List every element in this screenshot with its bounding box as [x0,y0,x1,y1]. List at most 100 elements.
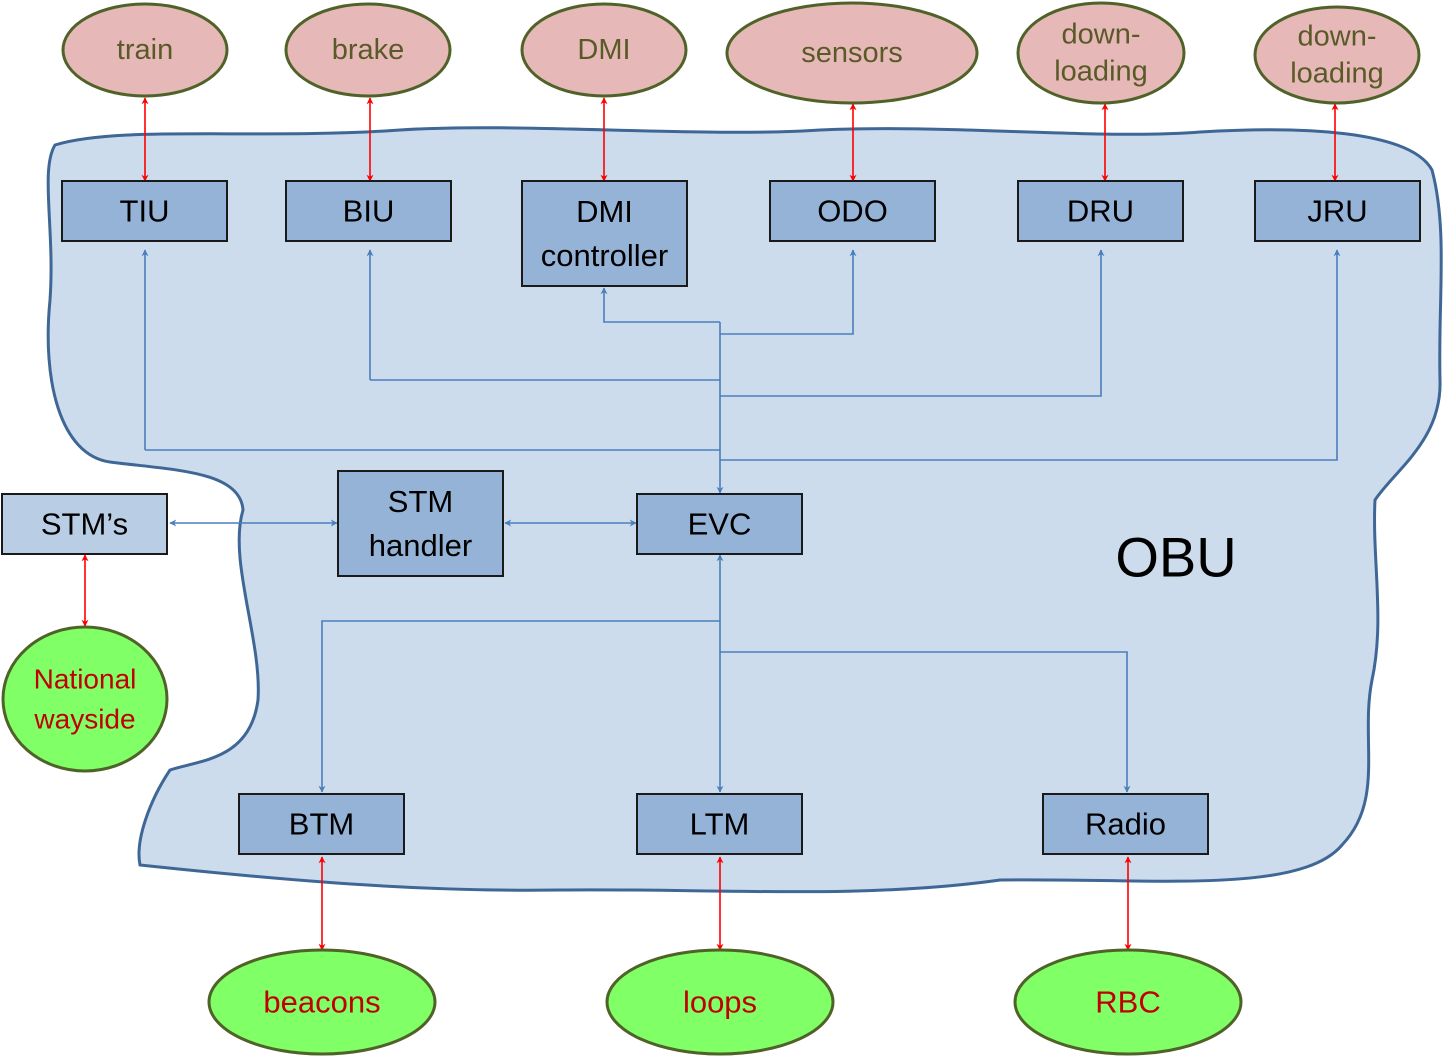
btm-label-line: BTM [289,807,354,842]
ltm-box[interactable] [636,793,803,855]
radio-label: Radio [1085,807,1166,842]
brake-label: brake [332,34,405,66]
beacons-ellipse[interactable] [207,948,437,1056]
jru-connector [720,249,1341,461]
brake-ellipse-shape [284,2,452,98]
beacons-label-line: beacons [263,985,380,1020]
odo-box-shape [769,180,936,242]
national-wayside-label-line: National [34,664,137,695]
rbc-ellipse[interactable] [1013,948,1243,1056]
national-wayside-ellipse[interactable] [1,625,169,773]
loops-ellipse-shape [605,948,835,1056]
evc-box-shape [636,493,803,555]
stm-handler-label: STM handler [369,484,472,563]
biu-label: BIU [343,194,395,229]
biu-box-shape [285,180,452,242]
train-ellipse[interactable] [61,2,229,98]
dru-box[interactable] [1017,180,1184,242]
national-wayside-label-line: wayside [33,704,135,735]
stm-handler-box-shape [337,470,504,577]
downloading-1-label: down-loading [1054,19,1148,88]
btm-label: BTM [289,807,354,842]
rbc-label-line: RBC [1095,985,1160,1020]
downloading-1-label-line: down- [1062,19,1141,51]
downloading-1-label-line: loading [1054,56,1148,88]
radio-box[interactable] [1042,793,1209,855]
loops-ellipse[interactable] [605,948,835,1056]
evc-label: EVC [688,507,752,542]
dru-box-shape [1017,180,1184,242]
dmi-label: DMI [577,34,630,66]
odo-label: ODO [817,194,888,229]
dru-label-line: DRU [1067,194,1134,229]
odo-box[interactable] [769,180,936,242]
downloading-2-label-line: down- [1298,21,1377,53]
tiu-label-line: TIU [120,194,170,229]
loops-label-line: loops [683,985,757,1020]
stms-label: STM’s [41,507,128,542]
radio-connector [720,651,1131,793]
stm-handler-label-line: handler [369,528,472,563]
dmi-controller-box-shape [521,180,688,287]
beacons-label: beacons [263,985,380,1020]
rbc-ellipse-shape [1013,948,1243,1056]
dmi-controller-label-line: controller [541,238,669,273]
dmi-ellipse-shape [520,2,688,98]
dru-connector [720,249,1105,397]
sensors-ellipse[interactable] [725,1,979,105]
downloading-2-ellipse[interactable] [1253,5,1421,105]
stms-box[interactable] [1,493,168,555]
btm-box-shape [238,793,405,855]
dru-label: DRU [1067,194,1134,229]
jru-box-shape [1254,180,1421,242]
ltm-label: LTM [690,807,750,842]
stms-label-line: STM’s [41,507,128,542]
dmi-controller-connector [600,287,720,323]
stm-handler-box[interactable] [337,470,504,577]
train-label: train [117,34,173,66]
sensors-ellipse-shape [725,1,979,105]
rbc-label: RBC [1095,985,1160,1020]
brake-label-line: brake [332,34,405,66]
downloading-2-label: down-loading [1290,21,1384,90]
dmi-controller-label-line: DMI [576,194,633,229]
dmi-controller-label: DMI controller [541,194,669,273]
btm-connector [318,620,720,793]
odo-connector [720,249,857,335]
train-ellipse-shape [61,2,229,98]
evc-box[interactable] [636,493,803,555]
national-wayside-ellipse-shape [1,625,169,773]
biu-box[interactable] [285,180,452,242]
train-label-line: train [117,34,173,66]
dmi-label-line: DMI [577,34,630,66]
btm-box[interactable] [238,793,405,855]
downloading-1-ellipse[interactable] [1016,1,1186,105]
brake-ellipse[interactable] [284,2,452,98]
downloading-1-ellipse-shape [1016,1,1186,105]
jru-box[interactable] [1254,180,1421,242]
sensors-label-line: sensors [801,37,903,69]
dmi-controller-box[interactable] [521,180,688,287]
downloading-2-ellipse-shape [1253,5,1421,105]
jru-label: JRU [1307,194,1367,229]
ltm-label-line: LTM [690,807,750,842]
downloading-2-label-line: loading [1290,58,1384,90]
evc-label-line: EVC [688,507,752,542]
stm-handler-label-line: STM [388,484,453,519]
biu-label-line: BIU [343,194,395,229]
dmi-ellipse[interactable] [520,2,688,98]
jru-label-line: JRU [1307,194,1367,229]
tiu-box[interactable] [61,180,228,242]
tiu-label: TIU [120,194,170,229]
ltm-box-shape [636,793,803,855]
radio-box-shape [1042,793,1209,855]
odo-label-line: ODO [817,194,888,229]
loops-label: loops [683,985,757,1020]
sensors-label: sensors [801,37,903,69]
stms-box-shape [1,493,168,555]
national-wayside-label: National wayside [33,664,136,735]
radio-label-line: Radio [1085,807,1166,842]
tiu-box-shape [61,180,228,242]
